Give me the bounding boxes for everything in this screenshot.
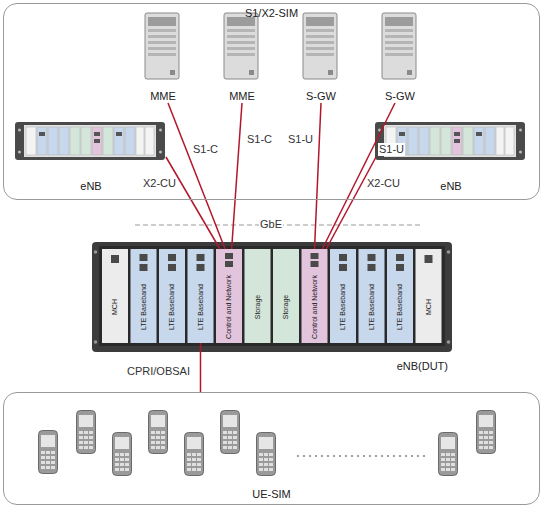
link-label: S1-C (192, 143, 219, 156)
node-label: Storage (282, 295, 290, 320)
server-icon (224, 13, 258, 79)
phone-icon (77, 411, 96, 454)
node-label: MME (229, 90, 255, 103)
node-label: eNB(DUT) (397, 360, 448, 373)
dot (315, 455, 317, 457)
region-panel: S1/X2-SIM MME MME S-GW S-GW eNB eNB (3, 3, 540, 200)
node-label: UE-SIM (252, 488, 291, 501)
phone-icon (257, 433, 276, 476)
card-box: LTE Baseband (188, 249, 214, 343)
server-box: MME (138, 13, 188, 103)
card-box: MCH (416, 249, 442, 343)
phone-icon (477, 411, 496, 454)
phone-icon (149, 411, 168, 454)
dot (351, 455, 353, 457)
node-label: LTE Baseband (396, 284, 404, 330)
card-box: Control and Network (302, 249, 328, 343)
phone-icon (113, 433, 132, 476)
dot (327, 455, 329, 457)
link-line (315, 103, 322, 249)
card-box: LTE Baseband (131, 249, 157, 343)
node-label: eNB (80, 180, 101, 193)
node-label: S-GW (306, 90, 336, 103)
server-box: S-GW (375, 13, 425, 103)
dot (423, 455, 425, 457)
phone-icon (39, 431, 58, 474)
dot (321, 455, 323, 457)
node-label: MME (150, 90, 176, 103)
phone-icon (185, 433, 204, 476)
node-label: Control and Network (311, 275, 319, 339)
node-label: MCH (111, 299, 119, 315)
server-box: S-GW (296, 13, 346, 103)
server-icon (145, 13, 179, 79)
link-line (232, 103, 242, 249)
node-label: LTE Baseband (339, 284, 347, 330)
phone-icon (221, 411, 240, 454)
card-box: Control and Network (216, 249, 242, 343)
dot (297, 455, 299, 457)
server-icon (382, 13, 416, 79)
server-box: MME (217, 13, 267, 103)
dot (357, 455, 359, 457)
dot (333, 455, 335, 457)
bus-label: GbE (259, 218, 283, 231)
dot (387, 455, 389, 457)
node-label: LTE Baseband (197, 284, 205, 330)
card-box: LTE Baseband (330, 249, 356, 343)
link-label: X2-CU (366, 177, 401, 190)
link-label: CPRI/OBSAI (126, 365, 191, 378)
card-box: LTE Baseband (387, 249, 413, 343)
server-icon (303, 13, 337, 79)
node-label: MCH (425, 299, 433, 315)
dot (375, 455, 377, 457)
link-label: S1-C (246, 133, 273, 146)
dot (303, 455, 305, 457)
dot (309, 455, 311, 457)
ellipsis-dots (297, 455, 425, 457)
node-label: LTE Baseband (140, 284, 148, 330)
link-line (326, 157, 376, 249)
node-label: eNB (440, 180, 461, 193)
rack-icon (375, 122, 525, 160)
link-line (322, 103, 395, 249)
link-line (200, 343, 202, 392)
card-box: LTE Baseband (359, 249, 385, 343)
rack-icon (15, 122, 165, 160)
card-box: Storage (245, 249, 271, 343)
dot (339, 455, 341, 457)
card-box: Storage (273, 249, 299, 343)
dut-box: eNB(DUT) MCH LTE Baseband LTE Baseband LTE B… (92, 242, 452, 373)
phone-icon (439, 433, 458, 476)
node-label: S-GW (385, 90, 415, 103)
node-label: Storage (254, 295, 262, 320)
card-box: MCH (102, 249, 128, 343)
dot (369, 455, 371, 457)
dot (399, 455, 401, 457)
node-label: LTE Baseband (168, 284, 176, 330)
node-label: LTE Baseband (368, 284, 376, 330)
link-label: S1-U (287, 133, 314, 146)
dot (411, 455, 413, 457)
dut-rack (92, 242, 452, 352)
node-label: Control and Network (225, 275, 233, 339)
dot (417, 455, 419, 457)
dot (405, 455, 407, 457)
link-label: X2-CU (142, 177, 177, 190)
dot (381, 455, 383, 457)
card-box: LTE Baseband (159, 249, 185, 343)
dot (363, 455, 365, 457)
dot (393, 455, 395, 457)
link-line (166, 157, 220, 249)
region-panel: UE-SIM (3, 392, 540, 505)
node-label: S1/X2-SIM (245, 7, 298, 20)
link-label: S1-U (378, 143, 405, 156)
dot (345, 455, 347, 457)
